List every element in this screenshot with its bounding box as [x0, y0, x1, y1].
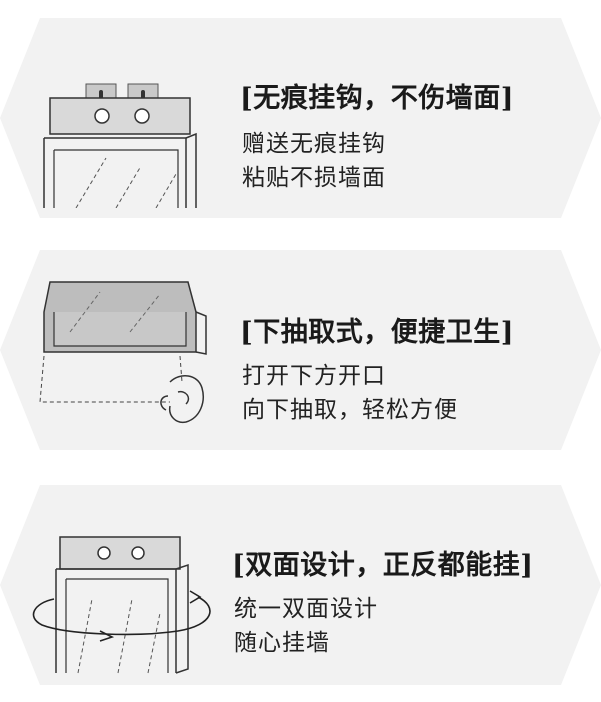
feature-line: 赠送无痕挂钩 — [242, 131, 386, 157]
card-background — [0, 18, 601, 218]
feature-line: 打开下方开口 — [242, 363, 386, 389]
feature-line: 向下抽取，轻松方便 — [242, 397, 458, 423]
feature-card-double-sided: [双面设计，正反都能挂] 统一双面设计 随心挂墙 — [0, 485, 601, 685]
card-background — [0, 485, 601, 685]
feature-card-pull: [下抽取式，便捷卫生] 打开下方开口 向下抽取，轻松方便 — [0, 250, 601, 450]
feature-line: 粘贴不损墙面 — [242, 165, 386, 191]
feature-line: 统一双面设计 — [234, 596, 378, 622]
feature-title: [双面设计，正反都能挂] — [232, 550, 534, 581]
feature-title: [无痕挂钩，不伤墙面] — [240, 83, 515, 114]
wall-hook-icon — [43, 83, 197, 208]
feature-line: 随心挂墙 — [234, 630, 330, 656]
pull-down-tissue-icon — [39, 281, 207, 424]
feature-card-hook: [无痕挂钩，不伤墙面] 赠送无痕挂钩 粘贴不损墙面 — [0, 18, 601, 218]
double-sided-rotate-icon — [32, 536, 211, 674]
feature-title: [下抽取式，便捷卫生] — [240, 317, 515, 348]
